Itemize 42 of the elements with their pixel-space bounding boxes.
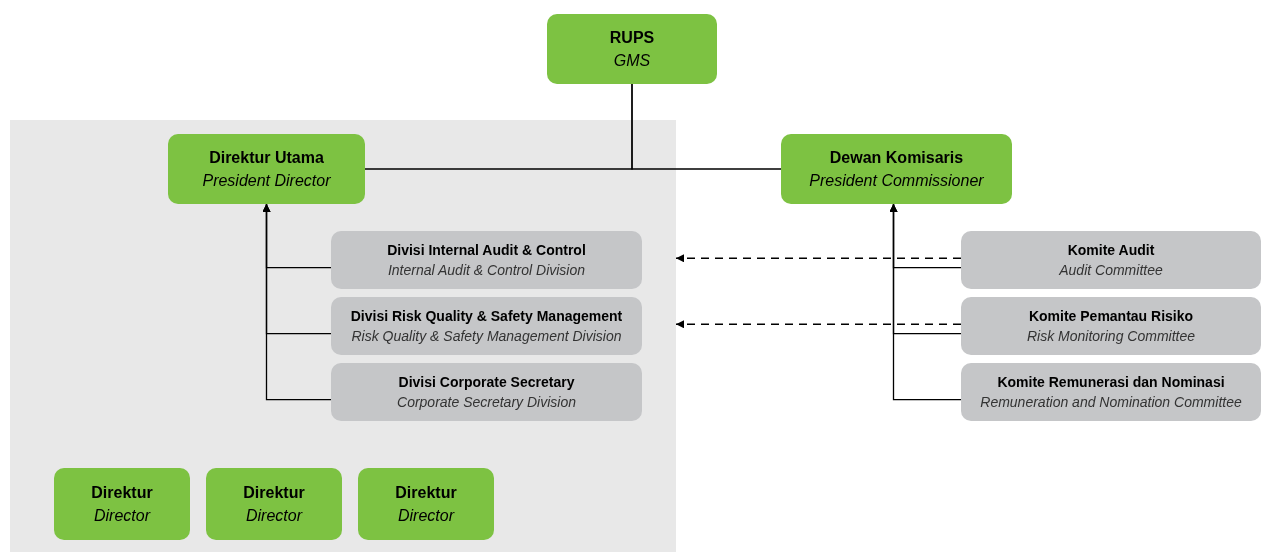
dashed-arrow	[675, 320, 962, 329]
unit-title: Direktur Utama	[209, 148, 324, 168]
english-title: Risk Quality & Safety Management Division	[351, 327, 622, 346]
org-box	[547, 14, 717, 84]
unit-title: Divisi Internal Audit & Control	[387, 241, 586, 260]
english-title: Internal Audit & Control Division	[387, 261, 586, 280]
unit-title: Komite Remunerasi dan Nominasi	[997, 373, 1225, 392]
org-box	[206, 468, 342, 540]
unit-title: Komite Audit	[1067, 241, 1155, 260]
unit-title: Dewan Komisaris	[829, 148, 964, 168]
org-box	[54, 468, 190, 540]
english-title: Remuneration and Nomination Committee	[980, 393, 1242, 412]
org-box	[168, 134, 365, 204]
unit-box	[331, 363, 642, 421]
unit-title: Direktur	[91, 483, 153, 503]
unit-box	[961, 297, 1261, 355]
english-title: Audit Committee	[1059, 261, 1163, 280]
arrow	[889, 203, 962, 401]
unit-title: Direktur	[243, 483, 305, 503]
unit-box	[331, 297, 642, 355]
org-box	[358, 468, 494, 540]
english-title: Director	[94, 506, 150, 526]
dashed-arrow	[675, 254, 962, 263]
unit-box	[961, 231, 1261, 289]
english-title: Director	[246, 506, 302, 526]
english-title: Risk Monitoring Committee	[1026, 327, 1196, 346]
english-title: President Commissioner	[809, 171, 984, 191]
org-box	[781, 134, 1012, 204]
panel-background	[10, 120, 676, 552]
unit-box	[961, 363, 1261, 421]
unit-title: Komite Pemantau Risiko	[1028, 307, 1194, 326]
arrow	[262, 203, 332, 401]
connector-line	[631, 83, 782, 170]
unit-title: Divisi Corporate Secretary	[398, 373, 575, 392]
unit-title: RUPS	[609, 28, 655, 48]
english-title: Director	[398, 506, 454, 526]
unit-box	[331, 231, 642, 289]
english-title: President Director	[202, 171, 331, 191]
unit-title: Divisi Risk Quality & Safety Management	[350, 307, 623, 326]
english-title: GMS	[613, 51, 651, 71]
unit-title: Direktur	[395, 483, 457, 503]
english-title: Corporate Secretary Division	[397, 393, 576, 412]
